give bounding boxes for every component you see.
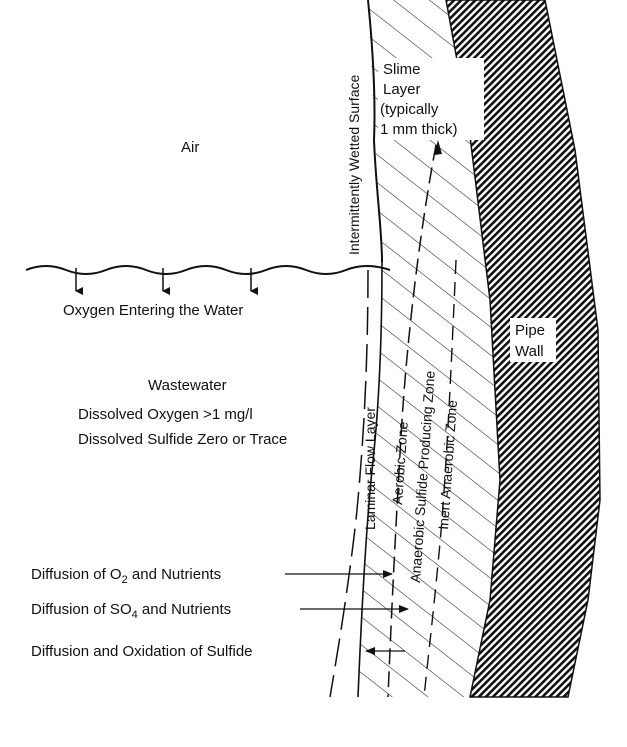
dissolved-oxygen-label: Dissolved Oxygen >1 mg/l [78,406,253,423]
slime-outer-edge [367,0,383,263]
pipe-wall-label-line1: Pipe [515,322,545,339]
wastewater-label: Wastewater [148,377,227,394]
air-label: Air [181,139,199,156]
aerobic-zone-label: Aerobic Zone [389,421,411,505]
slime-layer [358,0,500,697]
laminar-flow-boundary [329,269,369,698]
slime-layer-label-line4: 1 mm thick) [380,121,458,138]
sulfide-zone-boundary [423,259,457,698]
dissolved-sulfide-label: Dissolved Sulfide Zero or Trace [78,431,287,448]
diffusion-o2-text: Diffusion of O [31,566,122,583]
water-surface [25,265,391,275]
intermittently-wetted-surface-label: Intermittently Wetted Surface [346,75,362,255]
diffusion-o2-label: Diffusion of O2 and Nutrients [31,566,221,586]
diffusion-so4-subscript: 4 [132,609,138,621]
diffusion-o2-subscript: 2 [122,574,128,586]
slime-outer-edge-lower [357,261,383,698]
slime-layer-label-line1: Slime [383,61,421,78]
diffusion-sulfide-label: Diffusion and Oxidation of Sulfide [31,643,253,660]
laminar-flow-layer-label: Laminar Flow Layer [362,407,378,530]
diffusion-o2-text-end: and Nutrients [128,566,221,583]
diffusion-so4-text-end: and Nutrients [138,601,231,618]
diffusion-so4-text: Diffusion of SO [31,601,132,618]
boundary-arrow-tip [434,140,442,155]
slime-layer-label-line3: (typically [380,101,439,118]
pipe-wall-label-line2: Wall [515,343,544,360]
oxygen-entering-label: Oxygen Entering the Water [63,302,243,319]
slime-layer-label-line2: Layer [383,81,421,98]
slime-label-background [378,58,484,140]
pipe-wall-label-background [510,318,556,362]
diffusion-so4-label: Diffusion of SO4 and Nutrients [31,601,231,621]
